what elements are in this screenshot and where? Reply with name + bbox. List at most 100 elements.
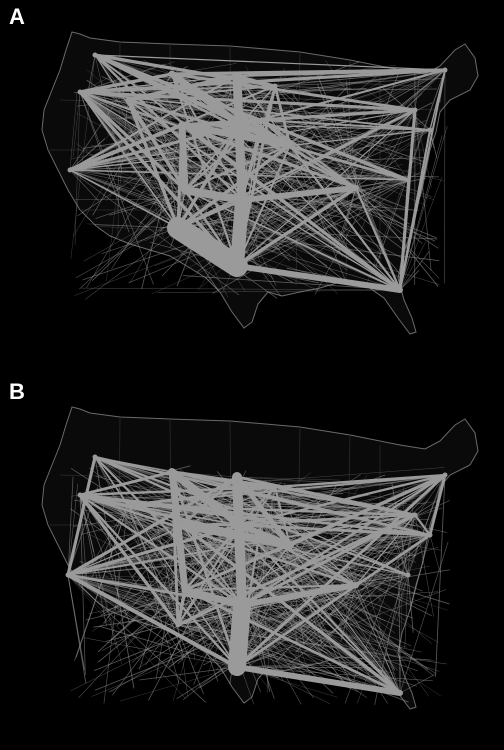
network-edge-thin (79, 494, 355, 600)
network-edge (177, 524, 241, 626)
network-edge-thin (406, 69, 446, 108)
network-edge (274, 486, 291, 546)
network-edge-thin (414, 109, 432, 271)
network-edge (183, 583, 358, 592)
network-edge-thin (325, 60, 409, 181)
network-edge (126, 98, 187, 192)
network-edge-thin (404, 574, 409, 649)
network-edge-trunk (68, 123, 184, 172)
network-edge-thin (328, 69, 446, 110)
network-edge-trunk (232, 472, 247, 610)
network-edge-thin (407, 574, 414, 633)
network-edge-trunk (178, 121, 294, 149)
network-edge (78, 493, 244, 607)
network-edge (171, 73, 401, 291)
network-edge (428, 473, 447, 537)
network-edge-thin (79, 91, 315, 251)
network-edge-thin (246, 144, 291, 262)
network-edge-trunk (234, 664, 403, 696)
network-edge-thin (212, 179, 409, 294)
network-node (179, 122, 185, 128)
network-edge (79, 91, 179, 229)
network-edge (239, 85, 276, 126)
network-edge (78, 493, 239, 669)
network-node (412, 107, 418, 113)
network-node (239, 602, 245, 608)
network-edge-thin (335, 474, 446, 513)
network-edge-thin (91, 584, 357, 697)
network-edge (399, 69, 446, 291)
network-edge-thin (351, 528, 357, 586)
network-edge (78, 72, 174, 94)
network-edge (184, 589, 238, 668)
network-edge (180, 108, 417, 127)
network-edge (127, 504, 241, 526)
network-edge (235, 473, 447, 669)
network-node (234, 73, 240, 79)
network-edge (177, 486, 276, 626)
network-node (427, 127, 433, 133)
network-edge (261, 119, 431, 131)
network-edge-thin (444, 69, 446, 284)
network-edge-thin (398, 561, 401, 694)
network-edge-trunk (168, 468, 189, 594)
network-edge-thin (299, 534, 431, 640)
network-edge-thin (414, 109, 432, 188)
network-edge-thin (226, 69, 446, 246)
network-edge (93, 53, 410, 182)
network-edge (239, 124, 431, 131)
network-edge-thin (161, 144, 291, 277)
network-node (182, 187, 188, 193)
network-edge-thin (69, 169, 99, 202)
network-edge-thin (183, 109, 416, 174)
network-edge (181, 524, 243, 606)
network-edge-thin (94, 54, 427, 167)
network-edge (126, 98, 180, 230)
network-edge-thin (296, 584, 357, 653)
network-node (287, 542, 293, 548)
network-edge-thin (399, 135, 443, 291)
network-edge (171, 73, 243, 201)
panel-label-a: A (9, 4, 25, 29)
network-edge-trunk (237, 522, 293, 548)
network-edge (176, 108, 417, 230)
network-edge-thin (98, 625, 238, 668)
network-edge-thin (342, 584, 357, 614)
network-edge-thin (239, 524, 352, 684)
network-edge (240, 473, 447, 607)
network-edge-thin (313, 179, 409, 257)
network-edge-thin (274, 72, 408, 87)
network-edge (354, 186, 402, 292)
network-edge (235, 186, 358, 268)
network-node (125, 97, 131, 103)
network-edge (78, 90, 187, 192)
network-node (412, 512, 418, 518)
network-edge-trunk (234, 474, 293, 548)
network-edge-thin (289, 544, 432, 617)
network-edge-trunk (168, 70, 244, 129)
network-edge-thin (171, 73, 396, 149)
network-edge (93, 455, 410, 577)
network-edge (176, 123, 242, 230)
network-node (175, 622, 181, 628)
network-edge-thin (177, 624, 269, 651)
network-node (397, 287, 403, 293)
network-node (77, 492, 83, 498)
network-edge-thin (67, 483, 78, 576)
network-edge-thin (387, 574, 409, 639)
network-edge-thin (344, 187, 357, 233)
network-edge-thin (79, 494, 294, 583)
network-edge (261, 119, 357, 189)
network-edge (429, 69, 446, 131)
network-edge-thin (79, 88, 438, 93)
network-edge (66, 475, 239, 577)
network-edge-thin (399, 176, 443, 291)
network-edge-thin (355, 178, 399, 189)
network-edge-trunk (181, 186, 246, 204)
network-edge-thin (207, 187, 357, 241)
network-node (442, 472, 448, 478)
network-map-b (41, 406, 479, 710)
network-edge-thin (435, 474, 446, 677)
network-edge (93, 53, 277, 88)
network-edge (171, 471, 409, 576)
